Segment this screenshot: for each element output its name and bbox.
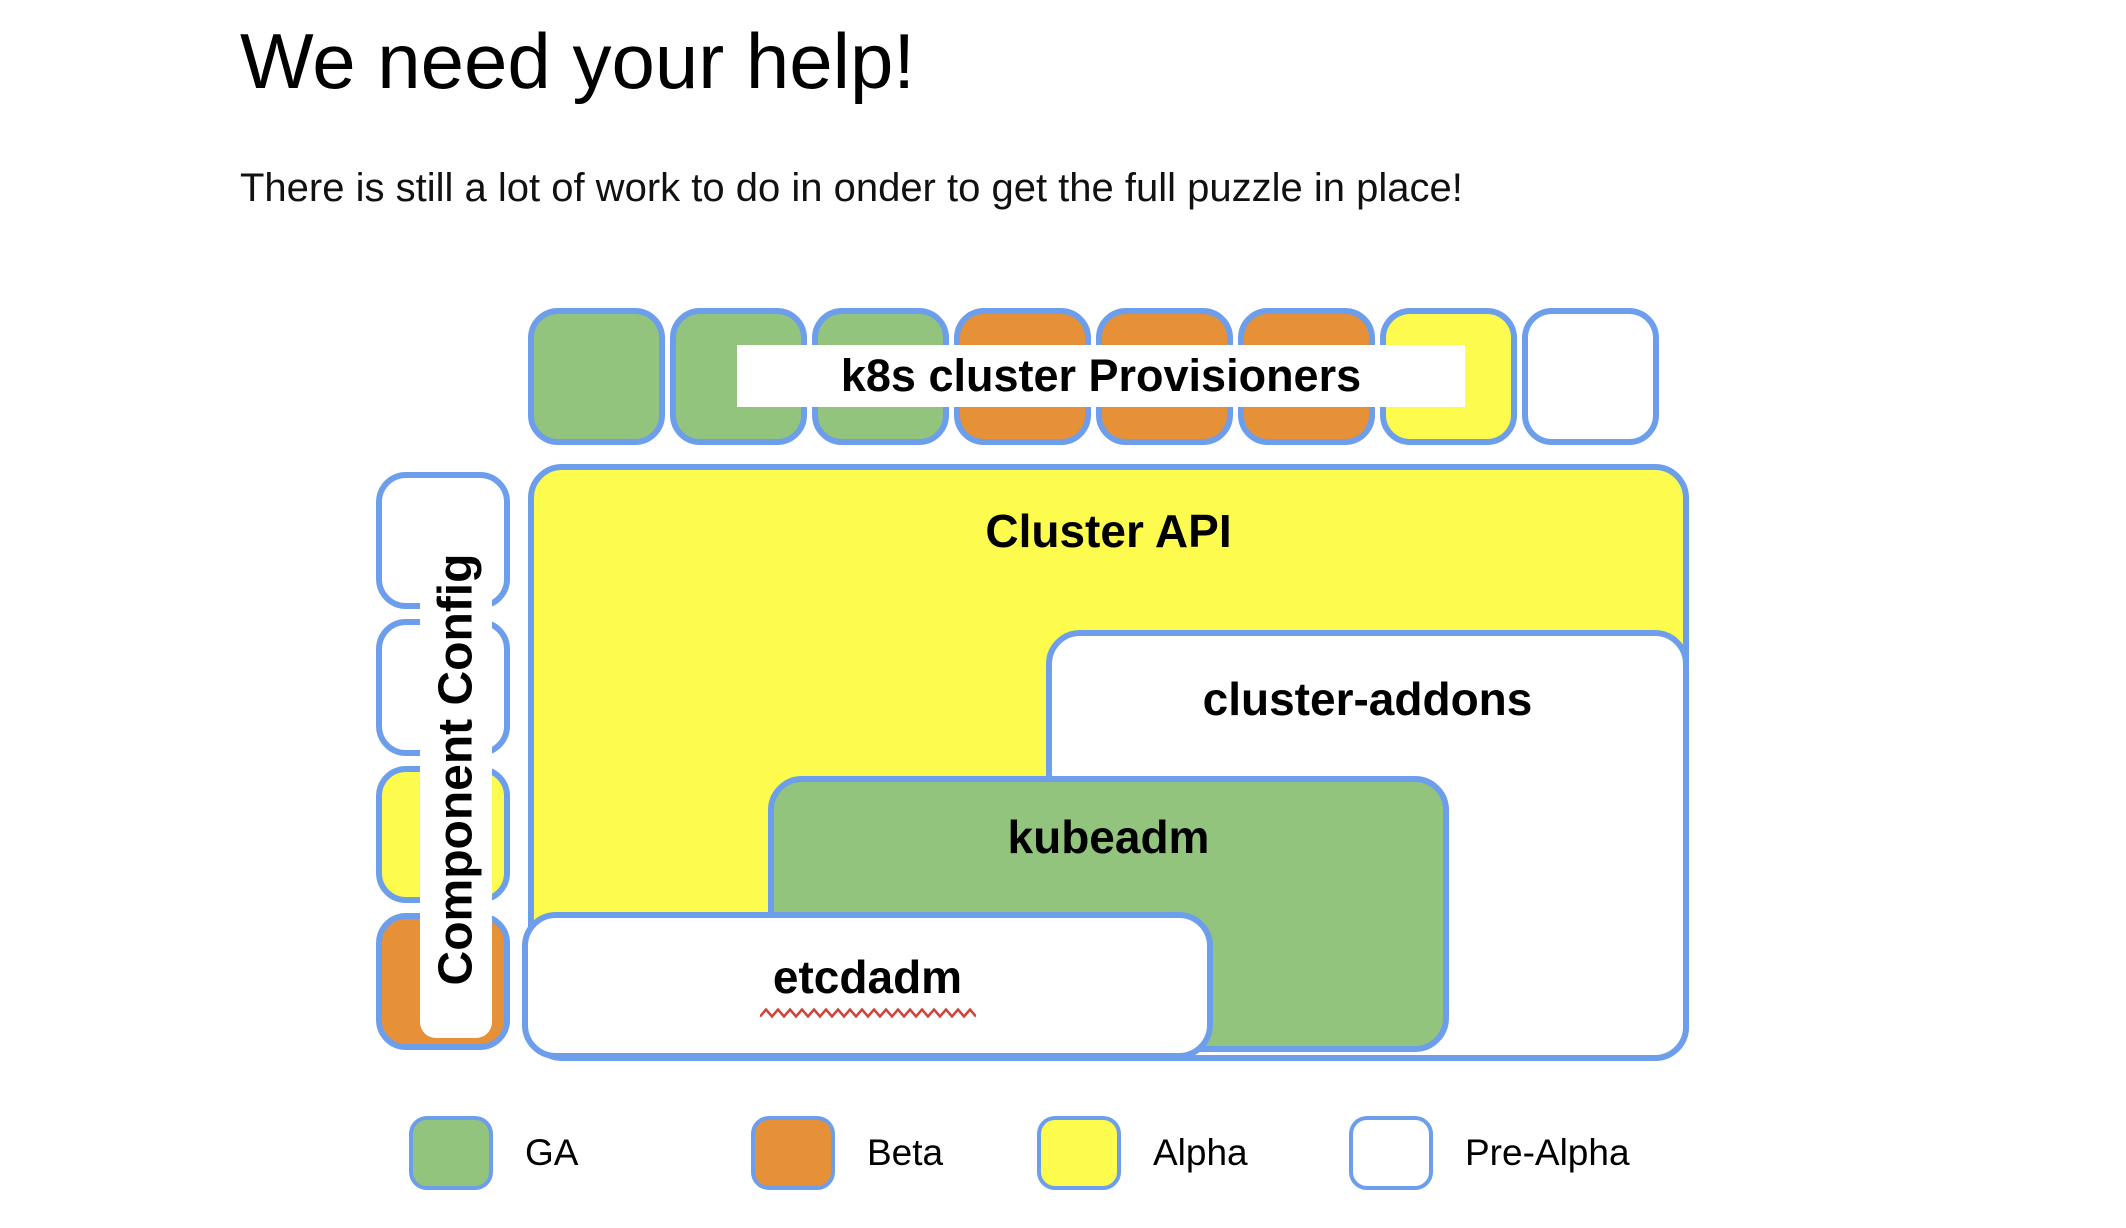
legend-swatch-beta [751, 1116, 835, 1190]
etcdadm-box: etcdadm [522, 912, 1213, 1059]
legend-item-alpha: Alpha [1037, 1116, 1248, 1190]
legend-swatch-alpha [1037, 1116, 1121, 1190]
component-config-label: Component Config [420, 500, 492, 1038]
legend-label: Alpha [1153, 1132, 1248, 1173]
page-subtitle: There is still a lot of work to do in on… [240, 166, 1463, 210]
legend-label: Pre-Alpha [1465, 1132, 1630, 1173]
cluster-api-label: Cluster API [985, 505, 1232, 557]
legend-swatch-pre-alpha [1349, 1116, 1433, 1190]
legend-item-pre-alpha: Pre-Alpha [1349, 1116, 1630, 1190]
provisioner-piece-ga [528, 308, 665, 445]
legend-swatch-ga [409, 1116, 493, 1190]
legend-item-ga: GA [409, 1116, 578, 1190]
provisioners-label: k8s cluster Provisioners [737, 345, 1465, 407]
page-title: We need your help! [240, 17, 915, 105]
legend-label: GA [525, 1132, 579, 1173]
legend-label: Beta [867, 1132, 944, 1173]
legend-item-beta: Beta [751, 1116, 943, 1190]
provisioners-label-text: k8s cluster Provisioners [840, 350, 1362, 401]
cluster-addons-label: cluster-addons [1202, 673, 1533, 725]
etcdadm-label: etcdadm [772, 951, 963, 1003]
kubeadm-label: kubeadm [1007, 811, 1210, 863]
component-config-label-text: Component Config [429, 553, 483, 985]
provisioner-piece-pre-alpha [1522, 308, 1659, 445]
spellcheck-squiggle-icon [759, 1007, 976, 1019]
